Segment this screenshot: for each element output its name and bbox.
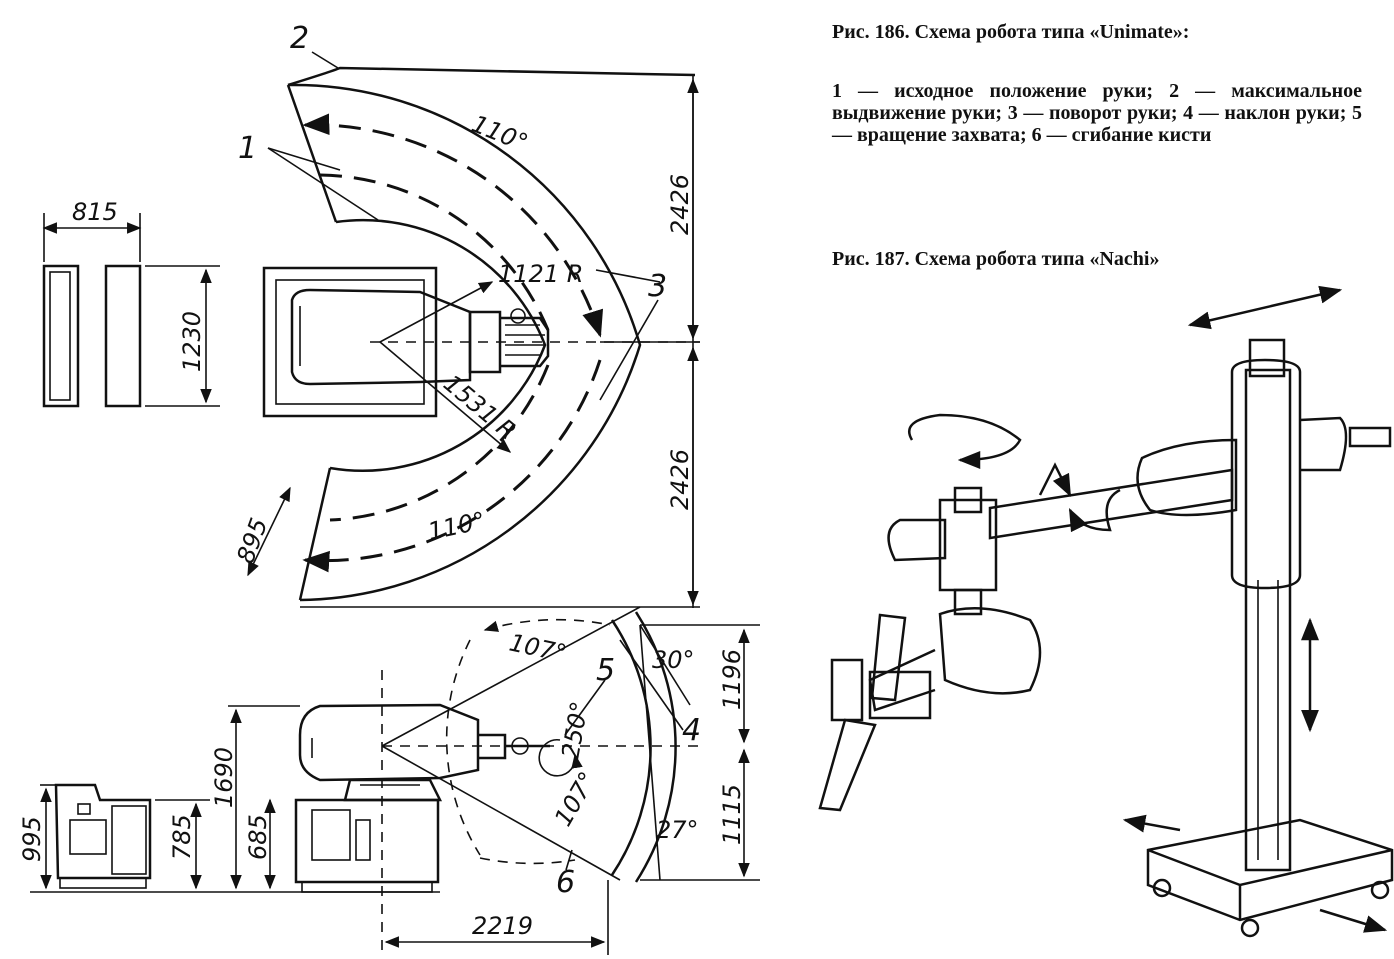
dim-upper: 1196 <box>718 649 746 710</box>
nachi-column <box>1244 368 1292 872</box>
cabinet-width-label: 815 <box>72 198 118 226</box>
dim-cabinet-h1: 785 <box>168 814 196 860</box>
robot-base-plan <box>262 266 438 418</box>
angle-wrist: 250° <box>556 699 594 761</box>
top-view-plan: 2 1 3 110° 110° 1121 R 1531 R 2426 2426 … <box>231 21 700 608</box>
dim-right-bottom: 2426 <box>666 449 694 510</box>
dim-total-height: 1690 <box>210 747 238 808</box>
caption-186-legend: 1 — исходное положение руки; 2 — максима… <box>832 80 1362 146</box>
angle-tilt-up: 30° <box>652 646 695 674</box>
sweep-arc-top <box>302 113 604 338</box>
radius-inner: 1121 R <box>498 260 583 288</box>
radius-outer: 1531 R <box>438 369 521 445</box>
label-3: 3 <box>648 269 667 304</box>
cabinet-height-label: 1230 <box>178 311 206 372</box>
rotation-arrow <box>908 413 1022 469</box>
control-cabinet-plan: 815 1230 <box>42 198 220 408</box>
label-2: 2 <box>290 21 309 56</box>
dim-reach: 2219 <box>472 912 533 940</box>
label-4: 4 <box>682 713 701 748</box>
caption-187-title: Рис. 187. Схема робота типа «Nachi» <box>832 248 1160 270</box>
dim-lower: 1115 <box>718 784 746 845</box>
side-view: 107° 107° 250° 30° 27° 5 4 6 1196 1115 1… <box>18 606 760 955</box>
angle-tilt-down: 27° <box>656 816 699 844</box>
angle-upper: 107° <box>507 628 569 667</box>
dim-arc-width: 895 <box>231 514 273 567</box>
robot-base-side <box>294 798 440 884</box>
label-6: 6 <box>556 865 575 900</box>
nachi-robot-illustration <box>818 285 1394 938</box>
horizontal-motion-arrow <box>1187 285 1343 330</box>
dim-right-top: 2426 <box>666 174 694 235</box>
dim-cabinet-h2: 995 <box>18 816 46 862</box>
label-1: 1 <box>238 131 257 166</box>
dim-base-height: 685 <box>244 814 272 860</box>
label-5: 5 <box>596 653 615 688</box>
caption-186-title: Рис. 186. Схема робота типа «Unimate»: <box>832 21 1190 43</box>
angle-bottom: 110° <box>425 506 487 545</box>
